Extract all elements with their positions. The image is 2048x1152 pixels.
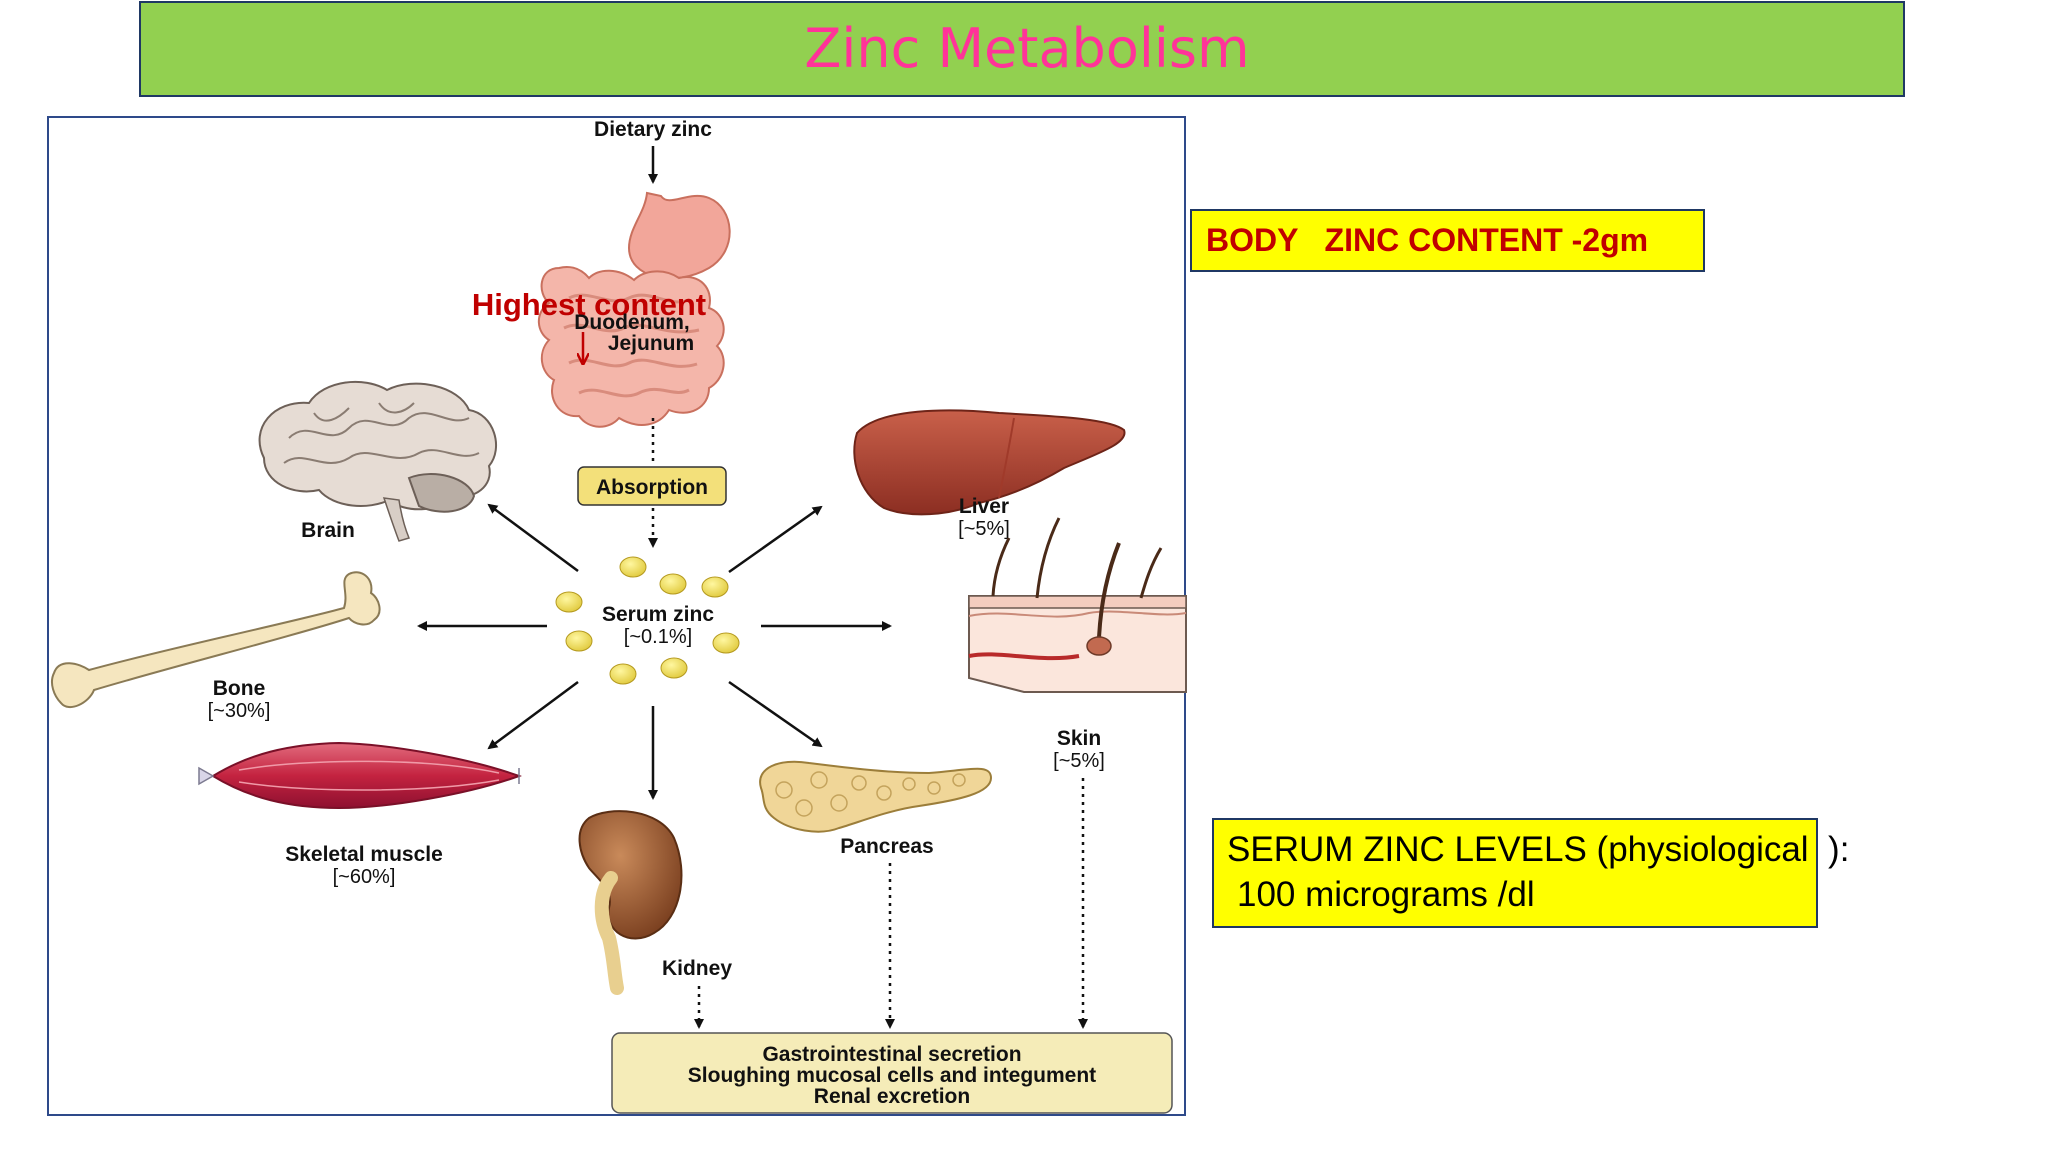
excretion-line-1: Gastrointestinal secretion — [762, 1043, 1021, 1066]
body-zinc-text: BODY ZINC CONTENT -2gm — [1206, 222, 1649, 258]
pancreas-icon — [759, 760, 993, 833]
excretion-box — [611, 1032, 1173, 1114]
skin-pct: [~5%] — [1053, 750, 1105, 772]
serum-zinc-dots — [555, 556, 740, 685]
skin-icon — [968, 517, 1187, 693]
excretion-line-2: Sloughing mucosal cells and integument — [688, 1064, 1096, 1087]
highest-content-label: Highest content — [472, 287, 706, 322]
serum-levels-callout: SERUM ZINC LEVELS (physiological ): 100 … — [1212, 818, 1849, 928]
liver-pct: [~5%] — [958, 518, 1010, 540]
skin-label: Skin — [1057, 727, 1101, 750]
liver-icon — [853, 409, 1126, 516]
zinc-metabolism-diagram: Dietary zinc Highest content Duodenum, J… — [47, 116, 1187, 1116]
pancreas-label: Pancreas — [840, 835, 933, 858]
absorption-box — [577, 466, 727, 506]
body-zinc-callout: BODY ZINC CONTENT -2gm — [1190, 209, 1705, 272]
kidney-label: Kidney — [662, 957, 732, 980]
kidney-icon — [578, 810, 683, 995]
jejunum-label: Jejunum — [608, 332, 694, 355]
skeletal-muscle-label: Skeletal muscle — [285, 843, 443, 866]
duodenum-label: Duodenum, — [574, 311, 690, 334]
excretion-lines — [694, 778, 1088, 1029]
absorption-label: Absorption — [596, 476, 708, 499]
bone-pct: [~30%] — [208, 700, 271, 722]
dietary-zinc-label: Dietary zinc — [594, 118, 712, 141]
liver-label: Liver — [959, 495, 1009, 518]
serum-zinc-label: Serum zinc — [602, 603, 714, 626]
bone-label: Bone — [213, 677, 266, 700]
brain-icon — [258, 380, 498, 542]
serum-levels-line-1: SERUM ZINC LEVELS (physiological ): — [1227, 830, 1850, 869]
distribution-arrows — [417, 503, 892, 800]
page-title: Zinc Metabolism — [804, 17, 1250, 80]
skeletal-muscle-icon — [198, 741, 522, 810]
stomach-intestine-icon — [537, 191, 731, 428]
bone-icon — [51, 571, 381, 709]
excretion-line-3: Renal excretion — [814, 1085, 970, 1108]
brain-label: Brain — [301, 519, 355, 542]
title-bar: Zinc Metabolism — [139, 1, 1905, 97]
skeletal-muscle-pct: [~60%] — [333, 866, 396, 888]
serum-levels-line-2: 100 micrograms /dl — [1237, 875, 1535, 914]
serum-zinc-pct: [~0.1%] — [624, 626, 692, 648]
